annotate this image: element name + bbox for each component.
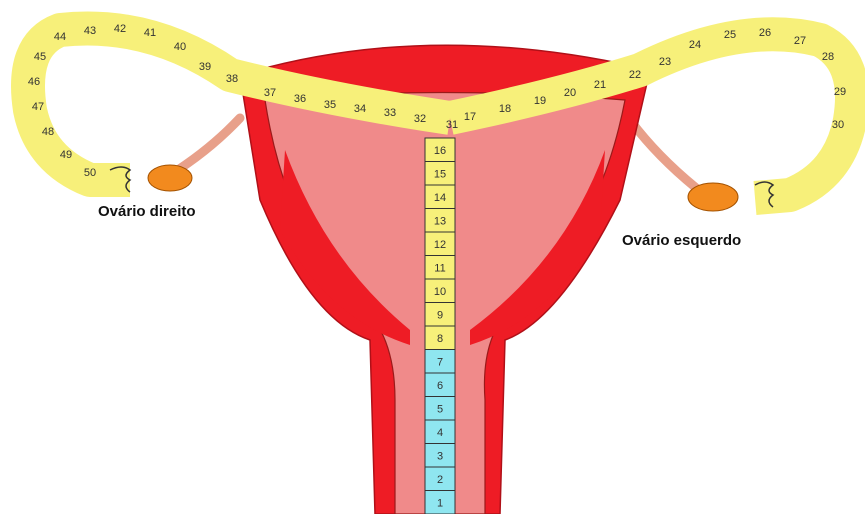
stem-segment-number: 6	[437, 380, 443, 392]
tube-segment-number: 20	[564, 87, 576, 99]
tube-segment-number: 36	[294, 93, 306, 105]
stem-blue-segments: 1 2 3 4 5 6 7	[425, 350, 455, 514]
right-ovary-label: Ovário direito	[98, 203, 196, 220]
tube-segment-number: 19	[534, 95, 546, 107]
tube-segment-number: 40	[174, 41, 186, 53]
stem-segment-number: 16	[434, 145, 446, 157]
tube-segment-number: 46	[28, 76, 40, 88]
stem-segment-number: 15	[434, 168, 446, 180]
tube-segment-number: 31	[446, 119, 458, 131]
tube-segment-number: 44	[54, 31, 66, 43]
tube-segment-number: 37	[264, 87, 276, 99]
left-ovary-label: Ovário esquerdo	[622, 232, 741, 249]
tube-segment-number: 41	[144, 27, 156, 39]
tube-segment-number: 48	[42, 126, 54, 138]
tube-segment-number: 47	[32, 101, 44, 113]
tube-segment-number: 50	[84, 167, 96, 179]
tube-segment-number: 28	[822, 51, 834, 63]
tube-segment-number: 17	[464, 111, 476, 123]
tube-segment-number: 49	[60, 149, 72, 161]
stem-segment-number: 5	[437, 403, 443, 415]
tube-segment-number: 39	[199, 61, 211, 73]
stem-segment-number: 13	[434, 215, 446, 227]
tube-segment-number: 22	[629, 69, 641, 81]
stem-segment-number: 10	[434, 286, 446, 298]
tube-segment-number: 43	[84, 25, 96, 37]
stem-segment-number: 12	[434, 239, 446, 251]
stem-segment-number: 3	[437, 450, 443, 462]
stem-yellow-segments: 8 9 10 11 12 13 14 15 16	[425, 138, 455, 350]
stem-segment-number: 9	[437, 309, 443, 321]
stem-segment-number: 4	[437, 427, 443, 439]
tube-segment-number: 21	[594, 79, 606, 91]
stem-segment-number: 14	[434, 192, 446, 204]
right-ovary	[148, 165, 192, 191]
tube-segment-number: 33	[384, 107, 396, 119]
stem-segment-number: 11	[434, 262, 445, 274]
tube-segment-number: 34	[354, 103, 366, 115]
tube-segment-number: 45	[34, 51, 46, 63]
tube-segment-number: 25	[724, 29, 736, 41]
tube-segment-number: 18	[499, 103, 511, 115]
stem-segment-number: 1	[437, 497, 443, 509]
left-ovarian-ligament	[630, 120, 705, 195]
tube-segment-number: 38	[226, 73, 238, 85]
tube-segment-number: 26	[759, 27, 771, 39]
stem-segment-number: 2	[437, 474, 443, 486]
tube-segment-number: 35	[324, 99, 336, 111]
stem-segment-number: 8	[437, 333, 443, 345]
tube-segment-number: 27	[794, 35, 806, 47]
tube-segment-number: 30	[832, 119, 844, 131]
left-ovary	[688, 183, 738, 211]
tube-segment-number: 23	[659, 56, 671, 68]
tube-segment-number: 42	[114, 23, 126, 35]
tube-segment-number: 32	[414, 113, 426, 125]
tube-segment-number: 24	[689, 39, 701, 51]
stem-segment-number: 7	[437, 356, 443, 368]
tube-segment-number: 29	[834, 86, 846, 98]
